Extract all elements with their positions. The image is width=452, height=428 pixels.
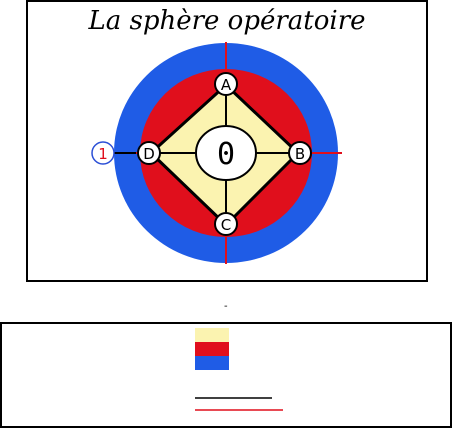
- node-a-label: A: [221, 76, 232, 94]
- node-b: [288, 141, 312, 165]
- center-node-label: 0: [217, 137, 235, 172]
- center-node: [195, 125, 257, 181]
- node-c-label: C: [221, 216, 231, 234]
- node-c: [214, 212, 238, 236]
- blue-swatch-icon: [195, 356, 229, 370]
- node-1: [91, 141, 115, 165]
- node-d-label: D: [143, 145, 155, 163]
- node-a: [214, 72, 238, 96]
- node-1-label: 1: [98, 145, 108, 163]
- diagram-title: La sphère opératoire: [88, 6, 366, 36]
- separator-mark: -: [224, 301, 228, 312]
- node-d: [137, 141, 161, 165]
- yellow-swatch-icon: [195, 328, 229, 342]
- node-b-label: B: [295, 145, 305, 163]
- red-swatch-icon: [195, 342, 229, 356]
